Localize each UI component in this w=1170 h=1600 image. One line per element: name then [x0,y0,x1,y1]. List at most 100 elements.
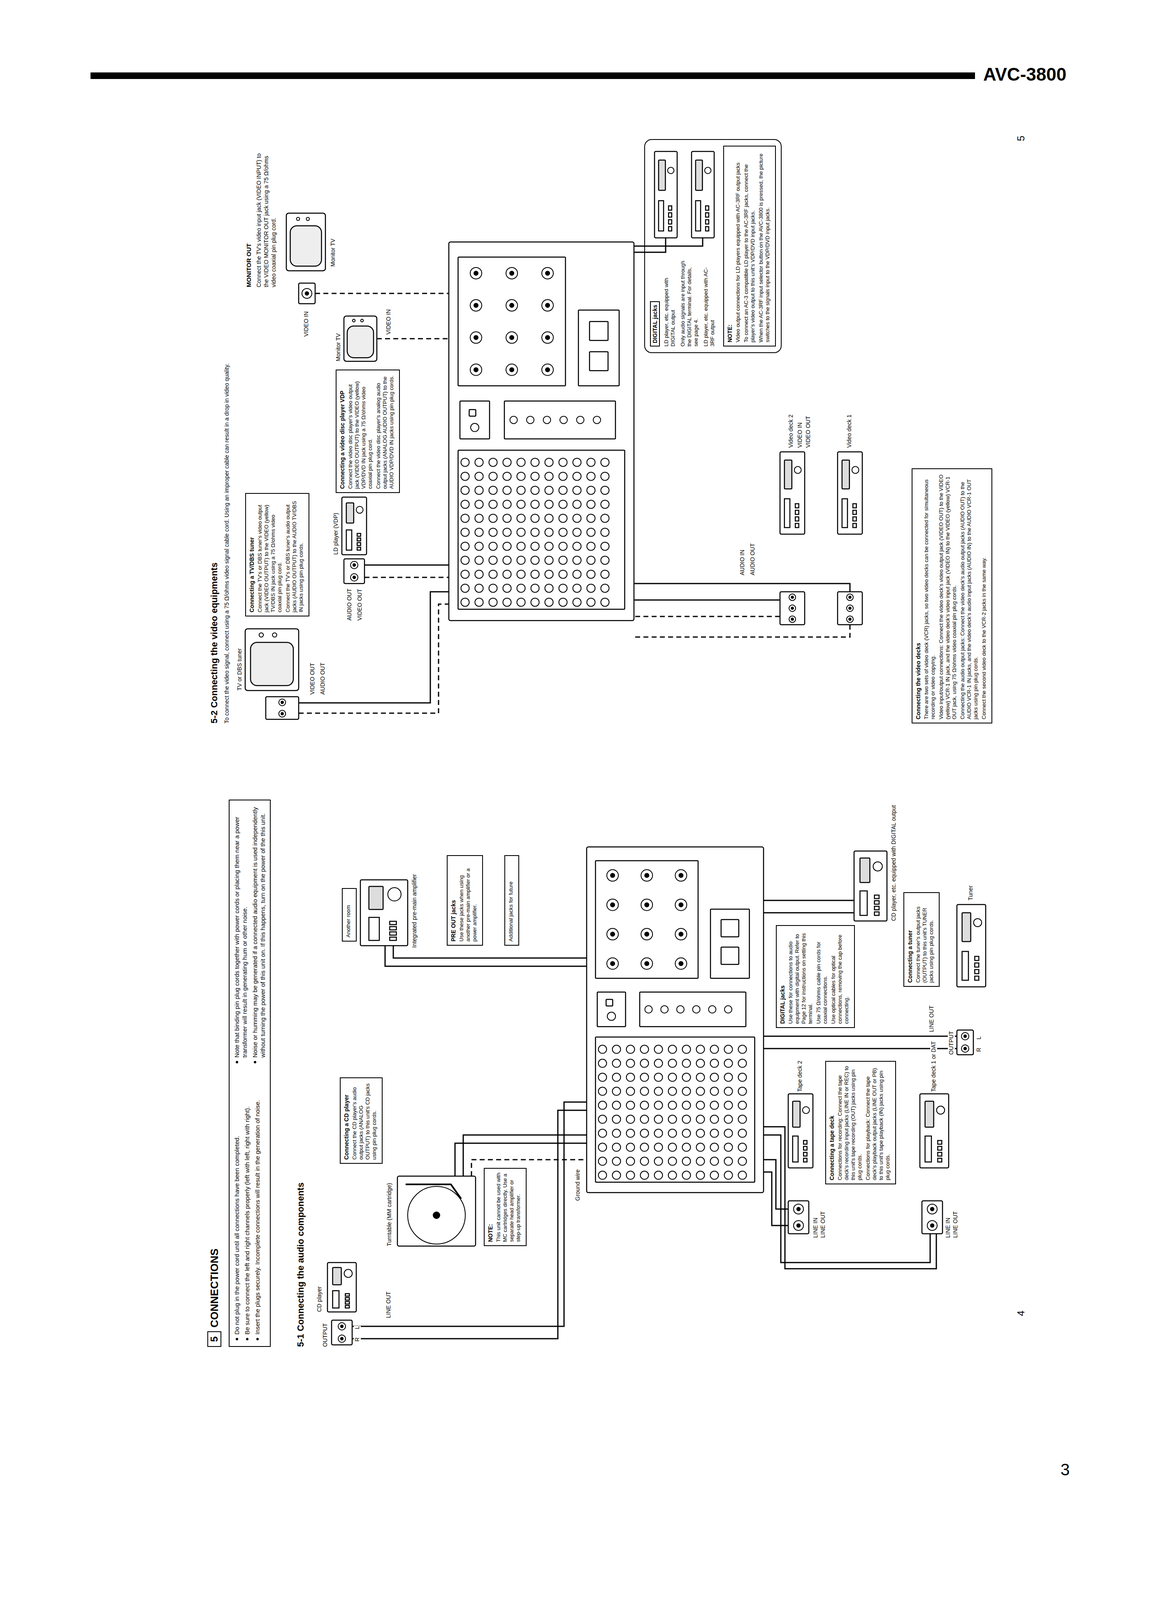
pin-jack [601,457,610,467]
pin-jack [668,1058,677,1068]
pin-jack [573,457,582,467]
coaxial-jack [607,1012,616,1021]
tonearm [405,1183,462,1199]
pin-jack [612,1156,621,1166]
box-text: Note that binding pin plug cords togethe… [232,804,249,1065]
pin-jack [654,1086,663,1096]
pin-jack [593,415,601,424]
pin-jack [789,615,796,623]
pin-jack [517,555,526,565]
pin-jack [489,471,498,481]
push-button [974,962,979,967]
push-button [705,205,709,211]
box-text: Connect the tuner's output jacks (OUTPUT… [914,896,935,983]
push-button [852,523,857,528]
display-window [369,886,384,910]
cable-wire [633,599,780,601]
cable-wire [633,237,666,253]
pin-jack [489,513,498,523]
pin-jack [738,1142,747,1152]
push-button [937,1146,942,1150]
pin-jack [559,457,568,467]
box-text: Additional jacks for future [507,858,515,942]
tv-screen [290,225,322,267]
speaker-terminal [675,898,687,911]
push-button [874,905,880,910]
terminal-center [473,271,479,276]
diagram-label: LINE IN [944,1217,952,1238]
pin-jack [626,1058,635,1068]
diagram-label: VIDEO IN [385,309,393,335]
pin-jack [738,1100,747,1110]
push-button [668,219,672,225]
pin-jack [598,1142,607,1152]
pin-jack [531,457,540,467]
disc-tray [346,529,352,551]
pin-jack [517,499,526,509]
cable-wire [364,564,449,566]
pin-jack [626,1114,635,1124]
pin-jack [724,1044,733,1054]
terminal-center [644,931,649,936]
pin-jack [559,527,568,537]
device-body [788,1093,813,1168]
terminal-center [545,367,550,372]
pin-jack [573,527,582,537]
diagram-label: L [975,1035,983,1040]
pin-jack [668,1100,677,1110]
device-body [654,151,678,238]
terminal-center [678,872,683,878]
pin-jack [598,1058,607,1068]
speaker-terminal [541,364,554,376]
terminal-center [610,961,615,966]
diagram-label: LINE OUT [819,1210,827,1238]
pin-jack [961,1044,969,1052]
page-title: CONNECTIONS [207,1248,222,1328]
control-knob [936,1105,945,1115]
pin-jack [696,1100,705,1110]
diagram-label: VIDEO OUT [356,588,364,621]
box-text: Connecting the audio output jacks: Conne… [959,472,980,720]
diagram-label: To connect the video signal, connect usi… [222,139,231,724]
push-button [668,212,672,218]
speaker-terminal-block [595,860,699,979]
pin-jack [545,569,554,579]
pin-jack [489,457,498,467]
pin-jack [724,1058,733,1068]
pin-jack [601,513,610,523]
pin-jack [338,1322,346,1330]
pin-jack [531,471,540,481]
pin-jack [531,513,540,523]
push-button [705,219,709,225]
instruction-box: Connecting a CD playerConnect the CD pla… [339,1077,383,1164]
pin-jack [503,541,512,551]
pin-jack [531,583,540,592]
instruction-box: PRE OUT jacksUse these jacks when using … [446,854,483,946]
tv-cabinet [245,628,299,691]
pin-jack-center [340,1337,344,1340]
diagram-label: LINE OUT [928,1005,936,1032]
pin-jack [710,1100,719,1110]
cable-wire [352,1101,587,1326]
pin-jack [545,471,554,481]
pin-jack [692,1005,701,1013]
pin-jack [696,1142,705,1152]
ac-outlet-block [710,908,750,978]
pin-jack [598,1044,607,1054]
pin-jack [668,1114,677,1124]
pin-jack [559,513,568,523]
pin-jack [338,1334,346,1342]
pin-jack [961,1032,969,1040]
terminal-center [678,902,683,907]
pin-jack [489,527,498,537]
pin-jack [668,1072,677,1082]
push-button [357,537,361,541]
terminal-center [509,271,514,276]
jack-panel [921,1200,943,1234]
pin-jack [654,1044,663,1054]
pre-out-block [504,400,616,439]
control-knob [704,167,711,174]
push-button [974,956,979,961]
pin-jack [724,1072,733,1082]
pin-jack [587,527,596,537]
